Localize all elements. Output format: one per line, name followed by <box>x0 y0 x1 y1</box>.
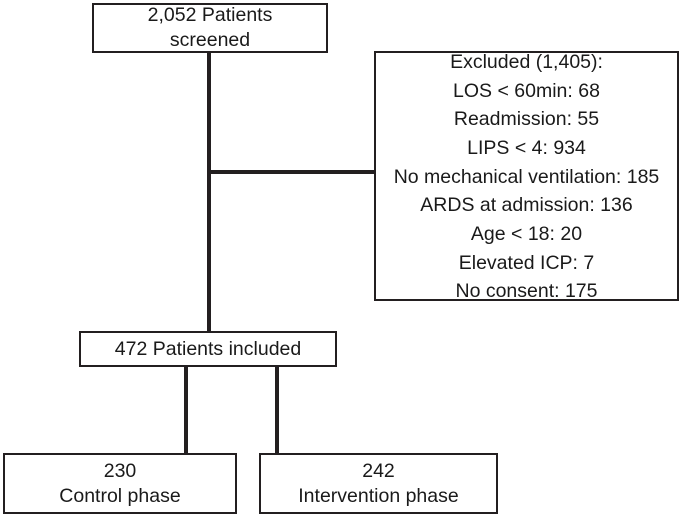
node-control-phase-count: 230 <box>103 459 137 482</box>
node-patients-screened-line-1: 2,052 Patients <box>147 4 273 27</box>
node-intervention-phase: 242 Intervention phase <box>259 453 498 514</box>
connector-included-to-intervention <box>275 364 279 455</box>
node-patients-screened: 2,052 Patients screened <box>92 3 328 53</box>
excluded-reason-readmission: Readmission: 55 <box>453 108 600 131</box>
excluded-reason-ards-at-admission: ARDS at admission: 136 <box>420 194 633 217</box>
node-patients-screened-line-2: screened <box>169 29 251 51</box>
excluded-reason-los: LOS < 60min: 68 <box>453 79 600 102</box>
node-intervention-phase-label: Intervention phase <box>298 484 459 507</box>
excluded-reason-elevated-icp: Elevated ICP: 7 <box>458 251 595 274</box>
excluded-reason-lips: LIPS < 4: 934 <box>467 137 586 160</box>
connector-included-to-control <box>184 364 188 455</box>
node-patients-included: 472 Patients included <box>79 331 337 367</box>
node-control-phase: 230 Control phase <box>3 453 237 514</box>
excluded-reason-age: Age < 18: 20 <box>470 222 583 245</box>
excluded-reason-no-mechanical-ventilation: No mechanical ventilation: 185 <box>393 165 660 188</box>
excluded-reason-no-consent: No consent: 175 <box>455 280 598 303</box>
excluded-header: Excluded (1,405): <box>450 51 603 74</box>
node-intervention-phase-count: 242 <box>362 459 395 482</box>
node-control-phase-label: Control phase <box>59 484 181 507</box>
node-patients-included-line-1: 472 Patients included <box>114 337 302 360</box>
connector-screened-to-included <box>207 50 211 333</box>
connector-screened-to-excluded <box>207 170 376 174</box>
node-excluded: Excluded (1,405): LOS < 60min: 68 Readmi… <box>374 51 679 302</box>
